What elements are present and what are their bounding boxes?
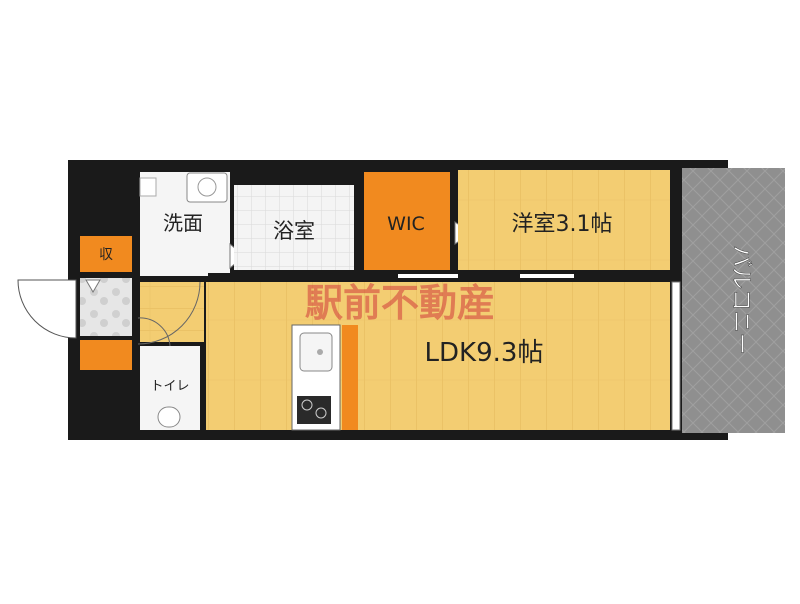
toilet-bowl <box>157 406 181 428</box>
bathroom-label: 浴室 <box>273 219 315 243</box>
door-swing <box>137 281 201 345</box>
watermark-text: 駅前不動産 <box>305 281 495 325</box>
western-room-area <box>458 170 670 270</box>
cooktop <box>297 396 331 424</box>
burner <box>315 407 327 419</box>
entrance-door-swing <box>17 279 77 339</box>
kitchen-sink <box>299 332 333 372</box>
storage-label: 収 <box>99 247 113 263</box>
balcony-label: バルコニー <box>728 245 753 355</box>
shoe-storage <box>80 340 132 370</box>
storage-area <box>80 236 132 272</box>
wash-machine-tap <box>139 177 157 197</box>
basin-bowl <box>197 177 217 197</box>
kitchen-storage <box>342 325 358 430</box>
sink-drain <box>317 349 323 355</box>
wic-label: WIC <box>387 213 425 235</box>
balcony-area <box>682 168 785 433</box>
toilet-label: トイレ <box>150 379 189 394</box>
ldk-label: LDK9.3帖 <box>425 338 544 368</box>
washroom-label: 洗面 <box>163 211 203 235</box>
wic-area <box>364 172 450 270</box>
ldk-area <box>206 282 670 430</box>
bathroom-area <box>234 185 354 270</box>
door-swing <box>137 317 171 347</box>
balcony-window <box>671 281 681 431</box>
burner <box>301 399 313 411</box>
western-room-label: 洋室3.1帖 <box>512 212 613 237</box>
entrance-floor <box>80 278 132 336</box>
door-swing-marker <box>85 279 101 293</box>
corridor-area <box>140 282 204 342</box>
